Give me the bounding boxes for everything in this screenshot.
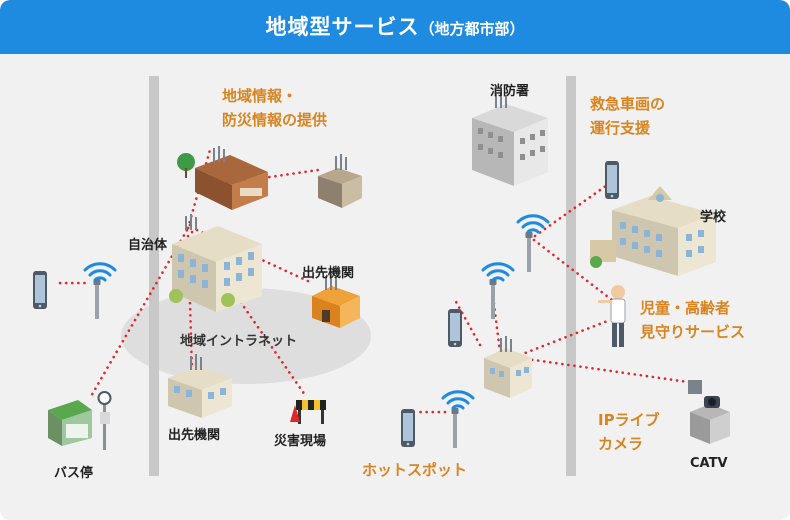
smartphone-icon — [33, 271, 47, 309]
wifi-signal-icon — [516, 214, 550, 234]
divider-left — [149, 76, 159, 476]
catv-label: CATV — [690, 456, 728, 471]
smartphone-icon — [401, 409, 415, 447]
hub-building-icon — [484, 336, 532, 398]
intranet-label: 地域イントラネット — [180, 334, 298, 349]
school-label: 学校 — [700, 210, 727, 225]
fire-station-label: 消防署 — [490, 84, 530, 99]
info-label: 地域情報・ 防災情報の提供 — [222, 87, 328, 129]
warning-barrier-icon — [290, 400, 326, 424]
page-title: 地域型サービス — [265, 15, 420, 39]
info-building-icon — [177, 146, 268, 210]
branch-office-2-icon — [168, 354, 232, 418]
emergency-label: 救急車画の 運行支援 — [590, 95, 666, 137]
watch-service-label: 児童・高齢者 見守りサービス — [640, 299, 746, 341]
wifi-signal-icon — [481, 262, 515, 282]
antenna-icon — [489, 279, 497, 319]
tree-icon — [177, 153, 195, 171]
camera-icon — [688, 380, 730, 444]
ipcam-label: IPライブ カメラ — [598, 411, 660, 453]
antenna-icon — [93, 279, 101, 319]
hotspot-label: ホットスポット — [362, 461, 468, 479]
government-building-icon — [169, 214, 262, 312]
antenna-icon — [525, 232, 533, 272]
bus-stop-icon — [48, 391, 112, 450]
antenna-icon — [451, 408, 459, 448]
header-bar: 地域型サービス（地方都市部） — [0, 0, 790, 54]
branch-office-icon — [312, 274, 360, 328]
bus-stop-label: バス停 — [54, 466, 94, 481]
fire-station-icon — [472, 92, 548, 186]
page-subtitle: （地方都市部） — [419, 20, 525, 38]
person-icon — [598, 285, 626, 347]
smartphone-icon — [448, 309, 462, 347]
smartphone-icon — [605, 161, 619, 199]
intranet-area — [121, 288, 371, 384]
wifi-signal-icon — [441, 390, 475, 410]
school-icon — [590, 186, 716, 276]
branch-office-label-2: 出先機関 — [168, 428, 221, 443]
wifi-signal-icon — [83, 262, 117, 282]
relay-building-icon — [318, 154, 362, 208]
local-gov-label: 自治体 — [128, 238, 168, 253]
divider-right — [566, 76, 576, 476]
branch-office-label-1: 出先機関 — [302, 266, 355, 281]
disaster-site-label: 災害現場 — [274, 434, 327, 449]
